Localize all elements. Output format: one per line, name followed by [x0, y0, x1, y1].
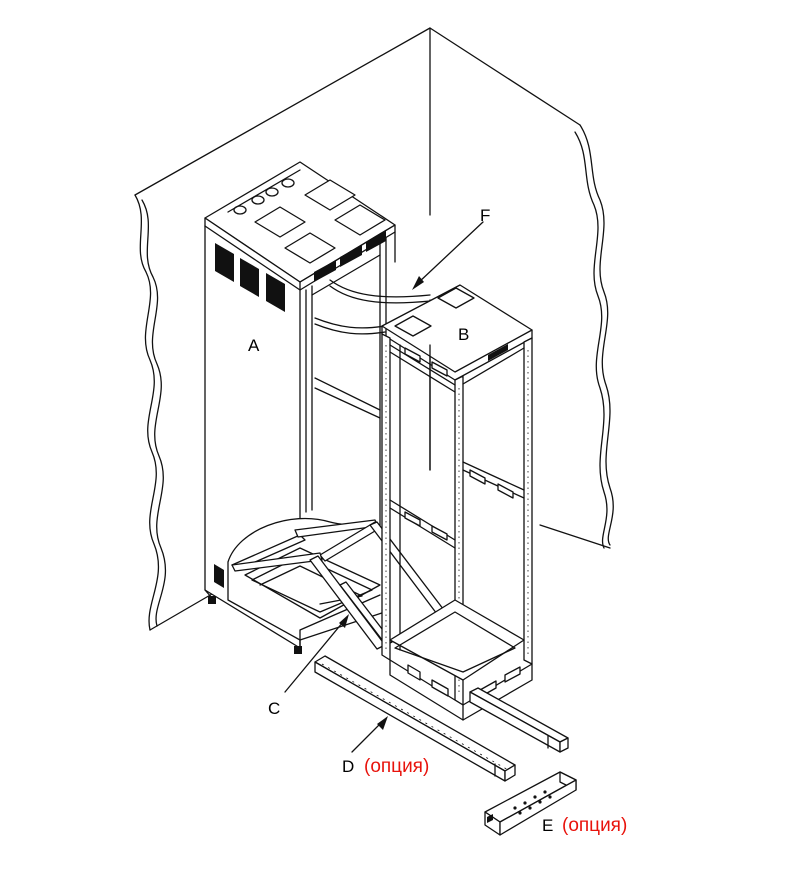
- label-f: F: [480, 206, 490, 225]
- label-c: C: [268, 699, 280, 718]
- label-e-note: (опция): [562, 815, 627, 836]
- label-d: D: [342, 757, 354, 776]
- rail-d: [314, 655, 516, 782]
- rack-b: [381, 284, 533, 721]
- cabinet-a: [204, 161, 431, 654]
- label-a: A: [248, 336, 260, 355]
- callout-labels: A B C D (опция) E (опция) F: [248, 206, 627, 836]
- label-d-note: (опция): [364, 756, 429, 777]
- bracket-e: [484, 771, 577, 836]
- room-walls: [134, 27, 614, 631]
- leader-lines: [284, 221, 484, 753]
- rail-under-rack: [469, 687, 569, 753]
- label-e: E: [542, 816, 553, 835]
- label-b: B: [458, 325, 469, 344]
